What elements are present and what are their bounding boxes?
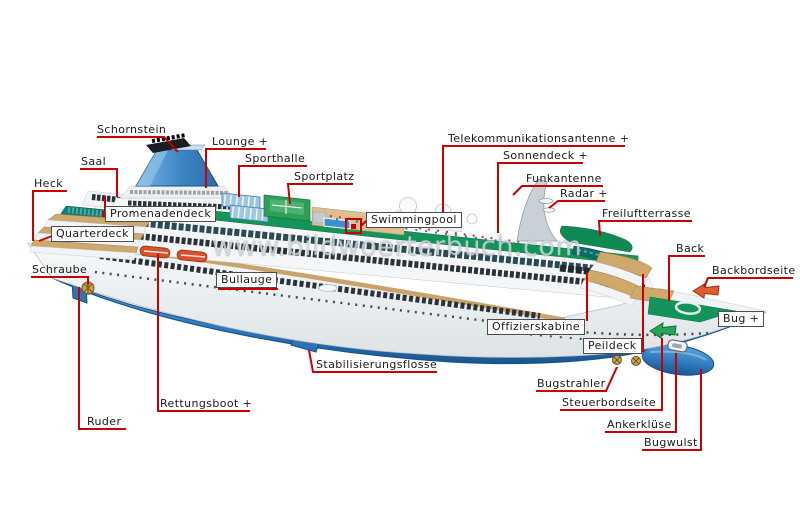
label-saal[interactable]: Saal	[81, 155, 107, 168]
label-offizierskabine[interactable]: Offizierskabine	[487, 319, 586, 335]
label-bug[interactable]: Bug +	[718, 311, 765, 327]
label-sporthalle[interactable]: Sporthalle	[245, 152, 306, 165]
propeller	[81, 281, 95, 295]
label-bugstrahler[interactable]: Bugstrahler	[537, 377, 606, 390]
label-bullauge[interactable]: Bullauge	[216, 272, 278, 288]
label-ankerkluese[interactable]: Ankerklüse	[607, 418, 672, 431]
label-heck[interactable]: Heck	[34, 177, 64, 190]
watermark: www.bildwoerterbuch.com	[212, 231, 583, 262]
label-peildeck[interactable]: Peildeck	[583, 338, 642, 354]
label-schraube[interactable]: Schraube	[32, 263, 88, 276]
helipad-ring	[674, 301, 702, 315]
label-lounge[interactable]: Lounge +	[212, 135, 269, 148]
label-stabilisierungsflosse[interactable]: Stabilisierungsflosse	[316, 358, 438, 371]
sport-hall-roof	[221, 192, 269, 223]
forward-terraces	[579, 251, 653, 307]
label-sportplatz[interactable]: Sportplatz	[294, 170, 355, 183]
label-swimmingpool[interactable]: Swimmingpool	[366, 212, 462, 228]
label-radar[interactable]: Radar +	[560, 187, 608, 200]
label-promenadendeck[interactable]: Promenadendeck	[105, 206, 217, 222]
label-back[interactable]: Back	[676, 242, 705, 255]
radar-antenna	[538, 198, 554, 204]
label-freiluftterrasse[interactable]: Freiluftterrasse	[602, 207, 691, 220]
label-bugwulst[interactable]: Bugwulst	[644, 436, 698, 449]
label-ruder[interactable]: Ruder	[87, 415, 122, 428]
label-backbordseite[interactable]: Backbordseite	[712, 264, 796, 277]
bow-thrusters	[612, 355, 641, 366]
sports-field	[263, 194, 311, 222]
port-side-arrow-icon	[692, 282, 720, 299]
label-schornstein[interactable]: Schornstein	[97, 123, 167, 136]
anchor-hawse	[667, 339, 688, 353]
label-quarterdeck[interactable]: Quarterdeck	[51, 226, 134, 242]
label-sonnendeck[interactable]: Sonnendeck +	[503, 149, 589, 162]
label-telekommunikationsantenne[interactable]: Telekommunikationsantenne +	[448, 132, 630, 145]
label-funkantenne[interactable]: Funkantenne	[526, 172, 602, 185]
label-rettungsboot[interactable]: Rettungsboot +	[160, 397, 253, 410]
label-steuerbordseite[interactable]: Steuerbordseite	[562, 396, 656, 409]
starboard-side-arrow-icon	[649, 322, 677, 339]
